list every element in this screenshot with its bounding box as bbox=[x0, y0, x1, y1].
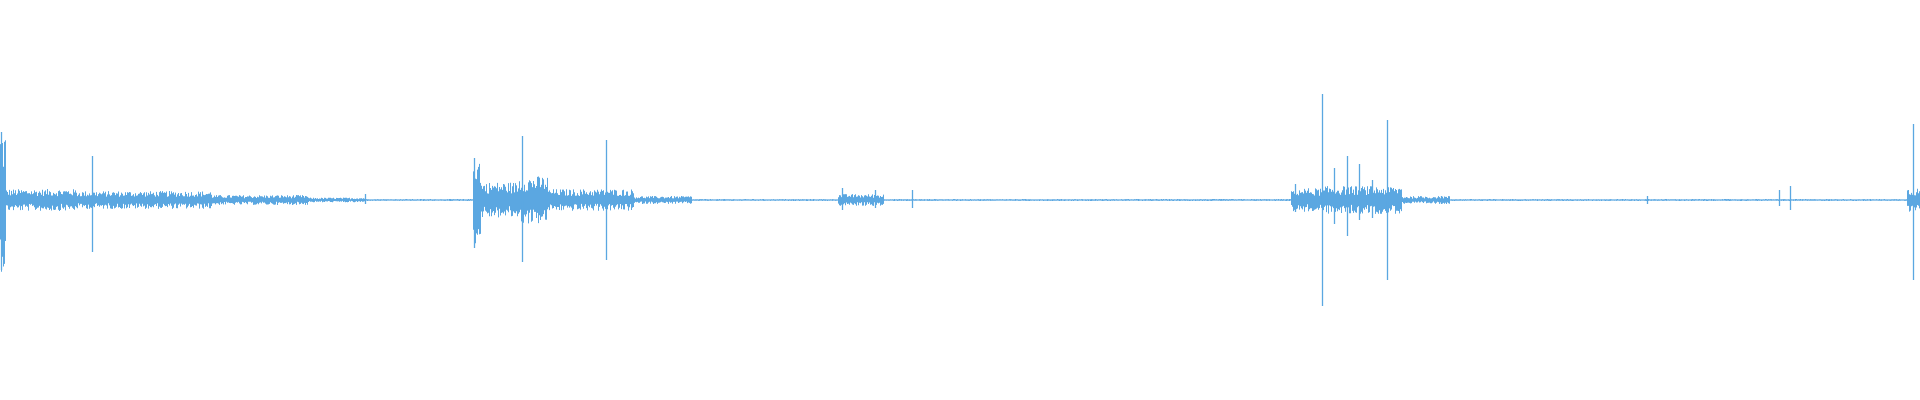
waveform-view[interactable] bbox=[0, 0, 1920, 400]
audio-waveform[interactable] bbox=[0, 0, 1920, 400]
